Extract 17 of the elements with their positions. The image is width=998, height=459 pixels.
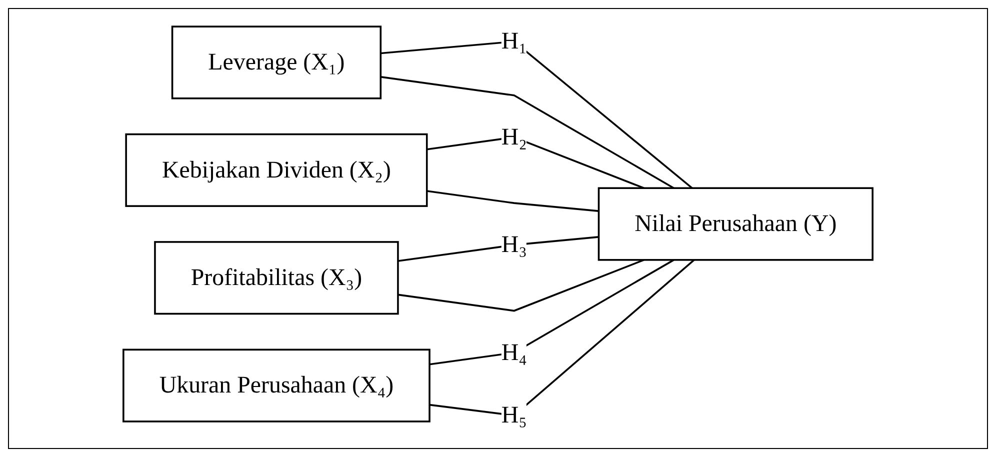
connector bbox=[380, 40, 693, 189]
connector bbox=[380, 76, 674, 189]
edge-label: H₂ bbox=[501, 124, 527, 150]
node-box: Leverage (X₁) bbox=[171, 26, 382, 100]
node-box: Profitabilitas (X₃) bbox=[154, 241, 399, 315]
connector bbox=[398, 259, 644, 312]
edge-label: H₅ bbox=[501, 402, 527, 429]
edge-label: H₃ bbox=[501, 232, 527, 258]
connector bbox=[429, 259, 695, 416]
connector bbox=[429, 259, 674, 366]
edge-label: H₄ bbox=[501, 339, 527, 366]
node-box: Ukuran Perusahaan (X₄) bbox=[122, 348, 430, 422]
connector bbox=[426, 136, 644, 189]
connector bbox=[426, 190, 599, 212]
node-box: Kebijakan Dividen (X₂) bbox=[125, 133, 428, 207]
edge-label: H₁ bbox=[501, 28, 527, 55]
node-box: Nilai Perusahaan (Y) bbox=[598, 187, 874, 261]
